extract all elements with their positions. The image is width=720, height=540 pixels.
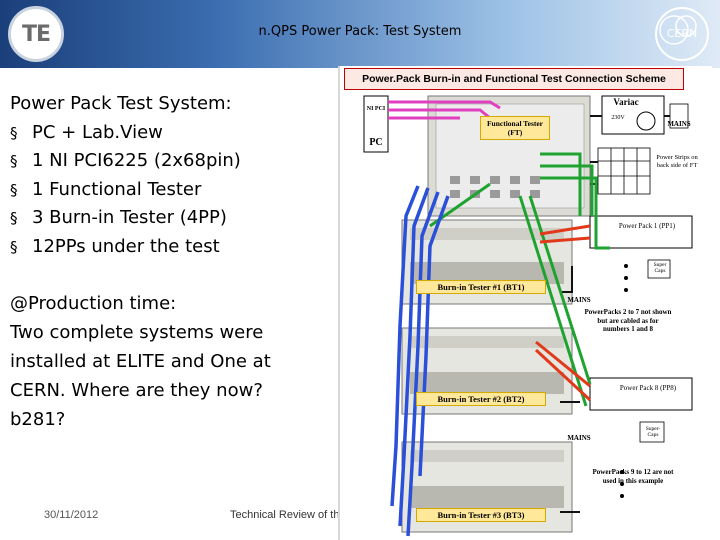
te-logo: TE (8, 6, 64, 62)
functional-tester-label: Functional Tester (FT) (480, 116, 550, 140)
note-line: Two complete systems were (10, 322, 264, 343)
bullet-symbol: § (10, 209, 18, 227)
pc-label: PC (369, 137, 383, 148)
bullet-symbol: § (10, 123, 18, 142)
power-pack-1-box (589, 215, 693, 249)
ni-pci-label: NI PCI (366, 106, 386, 112)
variac-voltage-label: 230V (611, 115, 625, 121)
te-logo-text: TE (21, 21, 51, 47)
green-cables (429, 152, 610, 407)
list-item: § PC + Lab.View (10, 119, 300, 148)
power-strips-label: Power Strips on back side of FT (656, 154, 698, 169)
red-cables (534, 224, 592, 402)
bullet-text: PC + Lab.View (32, 121, 163, 143)
super-caps-box-1 (647, 259, 671, 279)
footer-title: Technical Review of th (230, 509, 340, 521)
mains-label-1: MAINS (667, 120, 691, 128)
note-line: b281? (10, 409, 66, 430)
connection-scheme-diagram: Power.Pack Burn-in and Functional Test C… (338, 66, 712, 540)
variac-label: Variac (613, 97, 639, 107)
bullet-symbol: § (10, 180, 18, 199)
bullet-symbol: § (10, 152, 18, 170)
power-pack-1-label: Power Pack 1 (PP1) (618, 222, 676, 230)
power-packs-9-12-note: PowerPacks 9 to 12 are not used in this … (592, 468, 674, 485)
mains-label-2: MAINS (567, 296, 591, 304)
cern-logo: CERN (652, 4, 712, 64)
power-packs-2-7-note: PowerPacks 2 to 7 not shown but are cabl… (584, 308, 672, 333)
burnin-tester-2-label: Burn-in Tester #2 (BT2) (416, 392, 546, 406)
diagram-title: Power.Pack Burn-in and Functional Test C… (344, 68, 684, 90)
pink-cables (388, 100, 501, 120)
bullet-text: 1 NI PCI6225 (2x68pin) (32, 150, 241, 171)
blue-cables (390, 185, 450, 537)
section-heading: Power Pack Test System: (10, 93, 232, 114)
slide-title: n.QPS Power Pack: Test System (258, 24, 462, 39)
list-item: § 3 Burn-in Tester (4PP) (10, 204, 300, 233)
bullet-text: 1 Functional Tester (32, 178, 202, 200)
power-pack-8-box (589, 377, 693, 411)
super-caps-label-1: Super Caps (653, 262, 667, 274)
power-strips-grid (597, 147, 651, 195)
power-pack-8-label: Power Pack 8 (PP8) (619, 384, 677, 392)
super-caps-box-2 (639, 421, 665, 443)
ft-connectors (450, 176, 540, 198)
production-note: @Production time: Two complete systems w… (10, 289, 300, 434)
list-item: § 1 Functional Tester (10, 176, 300, 205)
note-line: installed at ELITE and One at (10, 351, 271, 372)
black-cables (560, 115, 670, 513)
note-line: CERN. Where are they now? (10, 380, 263, 401)
cern-logo-text: CERN (667, 27, 698, 40)
burnin-tester-3-label: Burn-in Tester #3 (BT3) (416, 508, 546, 522)
burnin-tester-1-label: Burn-in Tester #1 (BT1) (416, 280, 546, 294)
variac-box (601, 95, 665, 135)
ni-pci-box (363, 95, 389, 153)
bullet-symbol: § (10, 237, 18, 256)
bullet-text: 3 Burn-in Tester (4PP) (32, 207, 227, 228)
continuation-dots (620, 264, 628, 498)
mains-label-3: MAINS (567, 434, 591, 442)
footer-date: 30/11/2012 (44, 509, 99, 521)
left-text-panel: Power Pack Test System: § PC + Lab.View §… (10, 90, 300, 434)
super-caps-label-2: Super-Caps (645, 426, 661, 438)
bullet-text: 12PPs under the test (32, 235, 220, 257)
header-banner: TE n.QPS Power Pack: Test System CERN (0, 0, 720, 68)
list-item: § 12PPs under the test (10, 233, 300, 262)
list-item: § 1 NI PCI6225 (2x68pin) (10, 147, 300, 176)
bullet-list: § PC + Lab.View § 1 NI PCI6225 (2x68pin) §… (10, 119, 300, 262)
variac-knob (636, 111, 656, 131)
note-line: @Production time: (10, 293, 177, 314)
